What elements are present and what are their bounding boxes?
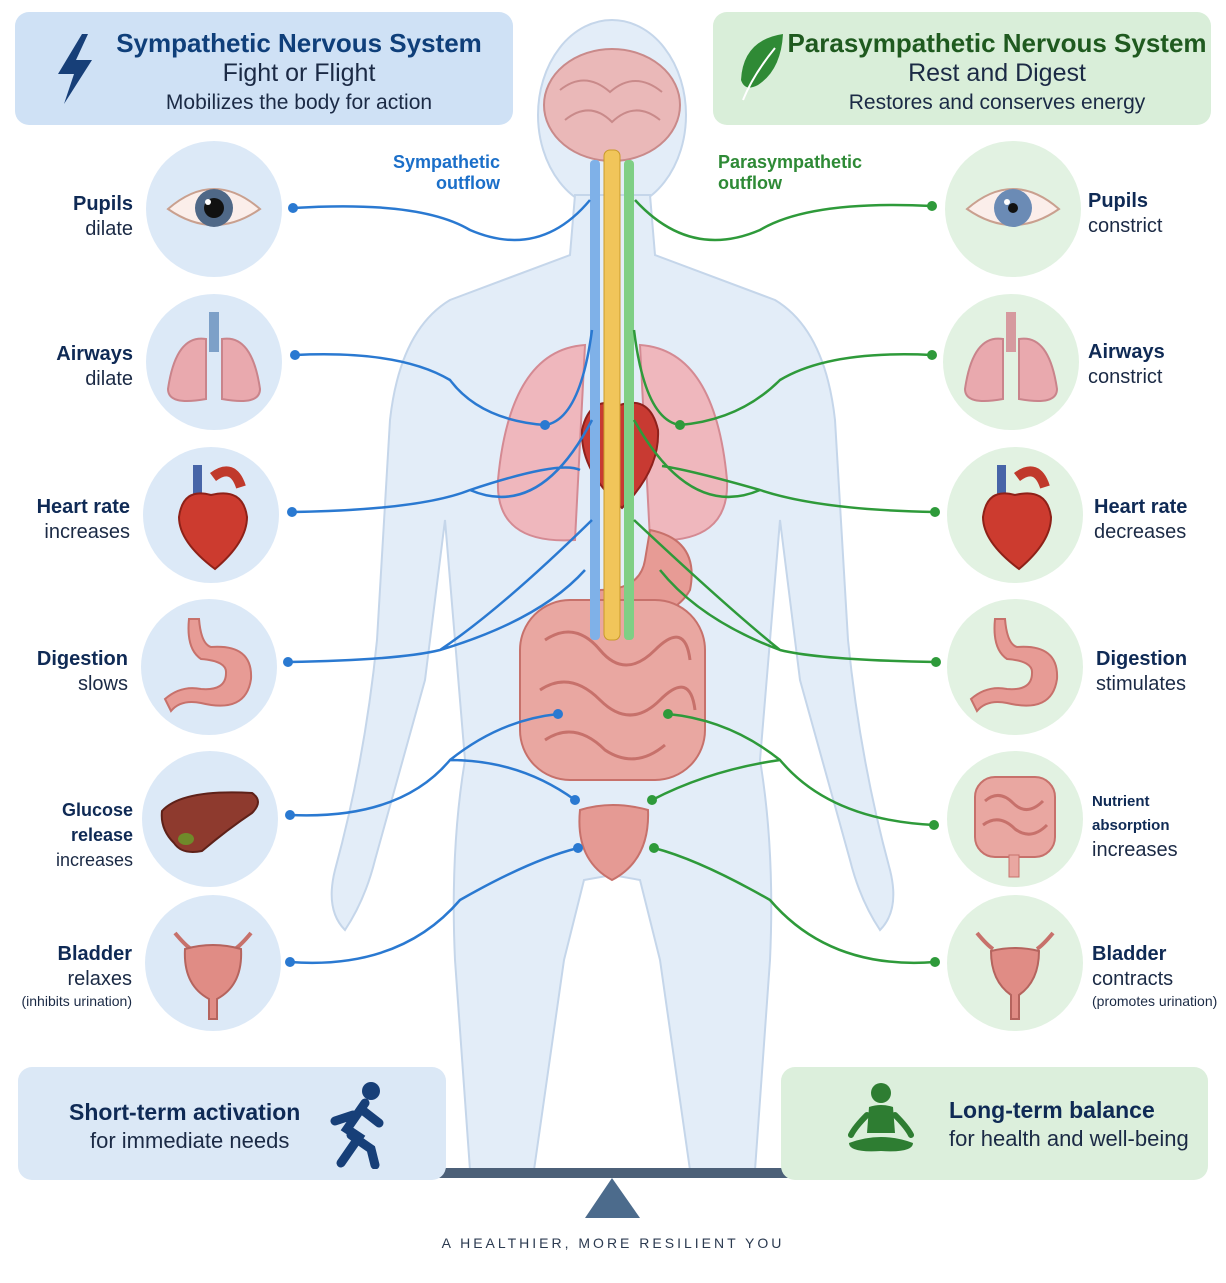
left-circle-glucose bbox=[142, 751, 278, 887]
long-term-panel: Long-term balance for health and well-be… bbox=[781, 1067, 1208, 1180]
sympathetic-title: Sympathetic Nervous System bbox=[116, 28, 482, 58]
meditation-icon bbox=[848, 1083, 914, 1152]
balance-beam bbox=[340, 1168, 905, 1178]
right-circle-airways bbox=[943, 294, 1079, 430]
sympathetic-header: Sympathetic Nervous System Fight or Flig… bbox=[15, 12, 513, 125]
parasympathetic-header: Parasympathetic Nervous System Rest and … bbox=[713, 12, 1211, 125]
right-circle-pupils bbox=[945, 141, 1081, 277]
parasympathetic-chain bbox=[624, 160, 634, 640]
left-circle-bladder bbox=[145, 895, 281, 1031]
left-circle-heart bbox=[143, 447, 279, 583]
parasympathetic-nerves bbox=[632, 199, 937, 964]
stomach-icon bbox=[163, 618, 253, 713]
heart-icon bbox=[981, 465, 1053, 571]
lungs-icon bbox=[166, 312, 262, 402]
spinal-cord bbox=[603, 149, 621, 641]
footer-tagline: A HEALTHIER, MORE RESILIENT YOU bbox=[441, 1235, 785, 1251]
parasympathetic-subtitle: Rest and Digest bbox=[908, 59, 1086, 87]
sympathetic-subtitle: Fight or Flight bbox=[222, 59, 376, 87]
short-term-title: Short-term activation bbox=[69, 1099, 301, 1125]
left-circle-airways bbox=[146, 294, 282, 430]
leaf-icon bbox=[741, 34, 783, 101]
heart-icon bbox=[177, 465, 249, 571]
bladder-icon bbox=[173, 931, 253, 1020]
intestines-icon bbox=[974, 776, 1056, 878]
long-term-desc: for health and well-being bbox=[949, 1126, 1189, 1151]
liver-icon bbox=[160, 791, 259, 853]
eye-icon bbox=[965, 188, 1061, 227]
lightning-bolt-icon bbox=[58, 34, 92, 104]
lungs-icon bbox=[963, 312, 1059, 402]
sympathetic-chain bbox=[590, 160, 600, 640]
right-circle-digestion bbox=[947, 599, 1083, 735]
bladder bbox=[578, 804, 650, 882]
parasympathetic-description: Restores and conserves energy bbox=[848, 91, 1146, 114]
sympathetic-nodes bbox=[283, 203, 583, 967]
right-circle-bladder bbox=[947, 895, 1083, 1031]
eye-icon bbox=[166, 188, 262, 227]
brain bbox=[543, 48, 681, 162]
sympathetic-nerves bbox=[287, 199, 594, 964]
long-term-title: Long-term balance bbox=[949, 1097, 1155, 1123]
sympathetic-description: Mobilizes the body for action bbox=[165, 91, 433, 114]
right-circle-heart bbox=[947, 447, 1083, 583]
bladder-icon bbox=[975, 931, 1055, 1020]
short-term-panel: Short-term activation for immediate need… bbox=[18, 1067, 446, 1180]
running-person-icon bbox=[330, 1082, 384, 1169]
left-circle-pupils bbox=[146, 141, 282, 277]
left-circle-digestion bbox=[141, 599, 277, 735]
right-circle-nutrient bbox=[947, 751, 1083, 887]
parasympathetic-title: Parasympathetic Nervous System bbox=[787, 28, 1207, 58]
short-term-desc: for immediate needs bbox=[90, 1128, 290, 1153]
balance-fulcrum bbox=[585, 1178, 640, 1218]
stomach-icon bbox=[969, 618, 1059, 713]
parasympathetic-nodes bbox=[647, 201, 941, 967]
